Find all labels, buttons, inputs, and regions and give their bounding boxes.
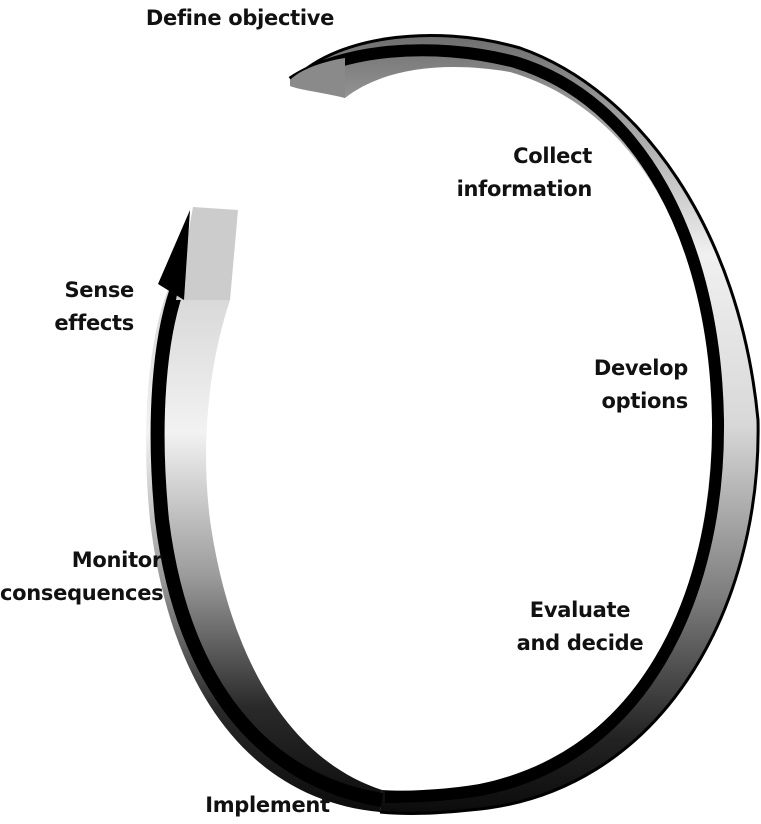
step-implement: Implement: [190, 789, 345, 822]
step-label-line: and decide: [516, 631, 644, 655]
ring-band-left: [146, 285, 382, 812]
ring-start-tip: [290, 58, 345, 98]
step-label-line: Sense: [64, 278, 134, 302]
step-label-line: consequences: [0, 581, 164, 605]
ring-rim-right: [288, 44, 725, 803]
step-develop-options: Develop options: [560, 352, 688, 418]
arrowhead-icon: [158, 210, 190, 300]
step-label-line: information: [456, 177, 593, 201]
step-evaluate-and-decide: Evaluate and decide: [505, 594, 655, 660]
step-label-line: Implement: [205, 793, 330, 817]
ring-rim-left: [150, 289, 384, 807]
step-label-line: Develop: [593, 356, 688, 380]
step-label-line: Define objective: [145, 6, 335, 30]
step-label-line: Collect: [513, 144, 592, 168]
step-label-line: options: [601, 389, 689, 413]
step-label-line: effects: [54, 311, 134, 335]
ring-end-face: [176, 207, 238, 300]
ring-edge-right: [290, 34, 760, 815]
step-define-objective: Define objective: [135, 2, 345, 35]
step-sense-effects: Sense effects: [30, 274, 134, 340]
step-monitor-consequences: Monitor consequences: [0, 544, 164, 610]
step-label-line: Evaluate: [529, 598, 631, 622]
step-collect-information: Collect information: [440, 140, 593, 206]
step-label-line: Monitor: [71, 548, 163, 572]
